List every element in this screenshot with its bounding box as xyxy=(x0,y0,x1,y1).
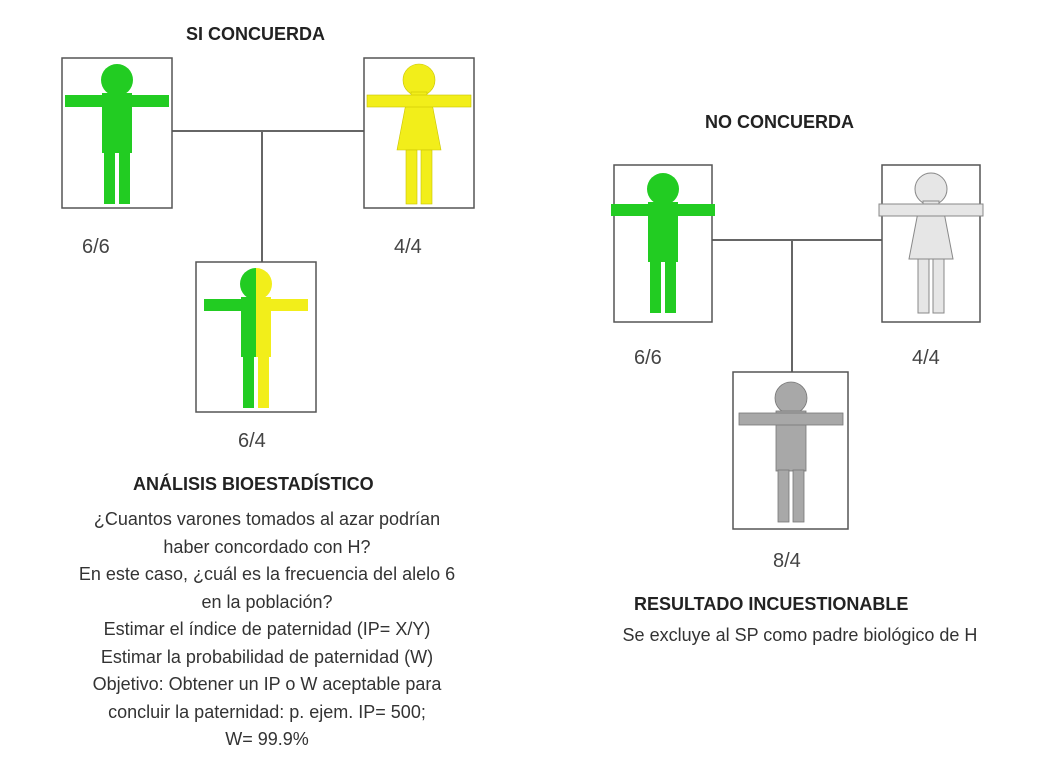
child-box-right xyxy=(732,371,849,530)
left-child-genotype: 6/4 xyxy=(238,430,266,452)
analysis-line: haber concordado con H? xyxy=(163,536,371,557)
analysis-line: Objetivo: Obtener un IP o W aceptable pa… xyxy=(92,674,442,694)
child-box-left xyxy=(195,261,317,413)
left-father-genotype: 6/6 xyxy=(82,236,110,258)
mother-figure-right xyxy=(878,164,984,323)
analysis-heading: ANÁLISIS BIOESTADÍSTICO xyxy=(133,474,374,494)
father-figure-right xyxy=(611,164,715,323)
child-figure-right xyxy=(732,371,849,530)
left-panel-title: SI CONCUERDA xyxy=(186,24,326,44)
right-father-genotype: 6/6 xyxy=(634,347,662,369)
child-figure-left xyxy=(195,261,317,413)
analysis-line: ¿Cuantos varones tomados al azar podrían xyxy=(93,509,441,529)
mother-figure-left xyxy=(363,57,475,209)
analysis-line: en la población? xyxy=(201,591,333,612)
right-mother-genotype: 4/4 xyxy=(912,347,940,369)
father-figure-left xyxy=(61,57,173,209)
right-child-genotype: 8/4 xyxy=(773,550,801,572)
analysis-line: concluir la paternidad: p. ejem. IP= 500… xyxy=(108,701,426,722)
analysis-line: Estimar el índice de paternidad (IP= X/Y… xyxy=(103,619,431,639)
result-text: Se excluye al SP como padre biológico de… xyxy=(622,625,978,645)
left-mother-genotype: 4/4 xyxy=(394,236,422,258)
analysis-text-block: ¿Cuantos varones tomados al azar podrían… xyxy=(0,506,534,754)
father-box-left xyxy=(61,57,173,209)
mother-box-right xyxy=(881,164,981,323)
analysis-line: Estimar la probabilidad de paternidad (W… xyxy=(100,646,434,667)
result-heading: RESULTADO INCUESTIONABLE xyxy=(634,594,909,614)
father-box-right xyxy=(613,164,713,323)
right-panel-title: NO CONCUERDA xyxy=(705,112,855,132)
analysis-line: En este caso, ¿cuál es la frecuencia del… xyxy=(78,564,456,584)
mother-box-left xyxy=(363,57,475,209)
analysis-line: W= 99.9% xyxy=(225,729,309,749)
